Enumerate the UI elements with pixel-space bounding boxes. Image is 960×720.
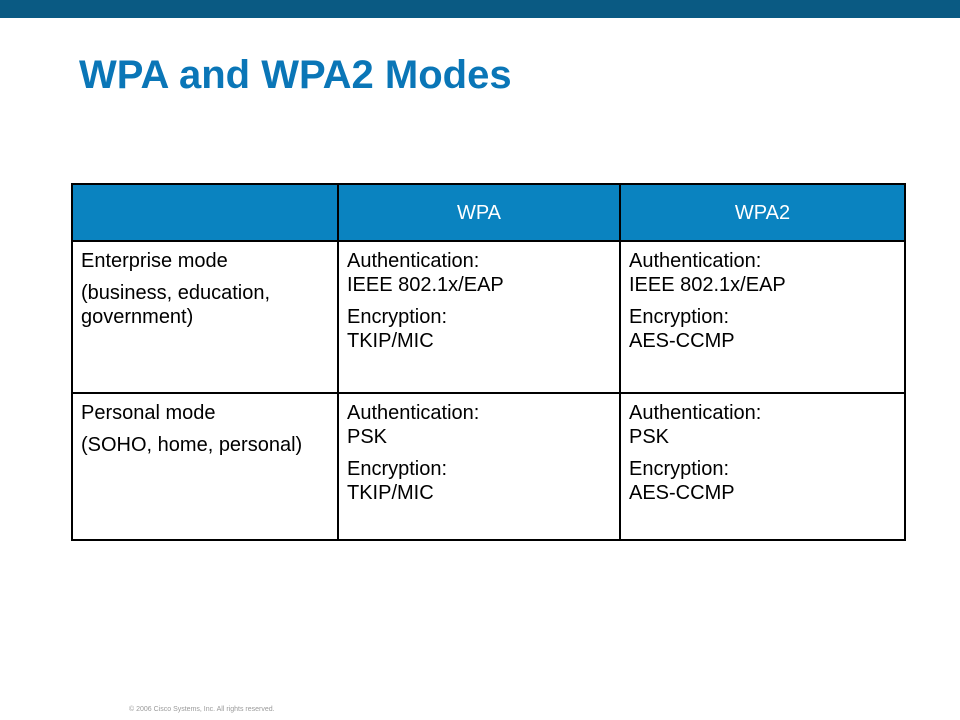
personal-wpa2-encryption-value: AES-CCMP <box>629 482 735 504</box>
enterprise-wpa-authentication-label: Authentication: <box>347 250 480 272</box>
enterprise-mode-cell: Enterprise mode (business, education, go… <box>71 240 339 394</box>
personal-wpa2-encryption-label: Encryption: <box>629 458 730 480</box>
personal-wpa2-authentication-label: Authentication: <box>629 402 762 424</box>
personal-mode-cell: Personal mode (SOHO, home, personal) <box>71 392 339 541</box>
personal-mode-detail: (SOHO, home, personal) <box>81 434 303 456</box>
copyright-notice: © 2006 Cisco Systems, Inc. All rights re… <box>129 706 275 713</box>
enterprise-wpa-cell: Authentication: IEEE 802.1x/EAP Encrypti… <box>337 240 621 394</box>
header-wpa2: WPA2 <box>619 183 906 242</box>
enterprise-wpa-encryption-label: Encryption: <box>347 306 448 328</box>
modes-table: WPA WPA2 Enterprise mode (business, educ… <box>71 183 906 541</box>
table-header-row: WPA WPA2 <box>71 183 906 242</box>
enterprise-wpa-authentication-value: IEEE 802.1x/EAP <box>347 274 504 296</box>
enterprise-wpa2-authentication-label: Authentication: <box>629 250 762 272</box>
personal-wpa-authentication-label: Authentication: <box>347 402 480 424</box>
enterprise-wpa-encryption-value: TKIP/MIC <box>347 330 434 352</box>
personal-wpa2-authentication-value: PSK <box>629 426 670 448</box>
enterprise-wpa2-authentication-value: IEEE 802.1x/EAP <box>629 274 786 296</box>
personal-mode-label: Personal mode <box>81 402 216 424</box>
personal-wpa-authentication-value: PSK <box>347 426 388 448</box>
enterprise-wpa2-encryption-value: AES-CCMP <box>629 330 735 352</box>
enterprise-wpa2-encryption-label: Encryption: <box>629 306 730 328</box>
enterprise-wpa2-cell: Authentication: IEEE 802.1x/EAP Encrypti… <box>619 240 906 394</box>
table-row-enterprise: Enterprise mode (business, education, go… <box>71 240 906 394</box>
header-empty-cell <box>71 183 339 242</box>
enterprise-mode-detail: (business, education, government) <box>81 282 271 328</box>
personal-wpa2-cell: Authentication: PSK Encryption: AES-CCMP <box>619 392 906 541</box>
slide-title: WPA and WPA2 Modes <box>79 53 512 97</box>
personal-wpa-encryption-value: TKIP/MIC <box>347 482 434 504</box>
table-row-personal: Personal mode (SOHO, home, personal) Aut… <box>71 392 906 541</box>
top-bar <box>0 0 960 18</box>
header-wpa: WPA <box>337 183 621 242</box>
personal-wpa-encryption-label: Encryption: <box>347 458 448 480</box>
personal-wpa-cell: Authentication: PSK Encryption: TKIP/MIC <box>337 392 621 541</box>
enterprise-mode-label: Enterprise mode <box>81 250 228 272</box>
